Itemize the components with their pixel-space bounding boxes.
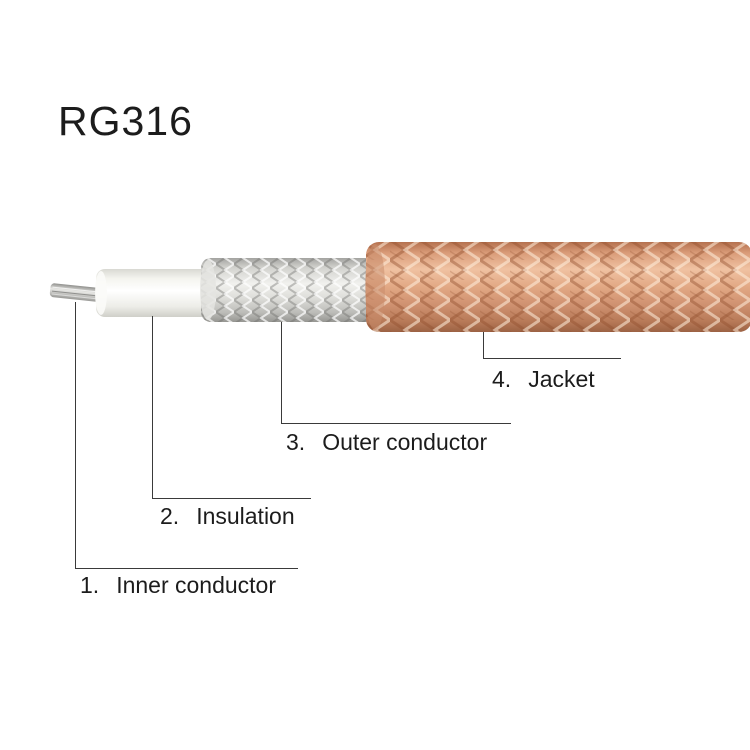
label-number: 4. [492, 366, 512, 392]
leader-line-insulation [152, 316, 311, 499]
leader-line-inner-conductor [75, 302, 298, 569]
label-outer-conductor: 3. Outer conductor [286, 429, 487, 456]
label-text: Inner conductor [116, 572, 277, 598]
cable-outer-conductor [200, 258, 379, 322]
label-text: Outer conductor [322, 429, 488, 455]
label-number: 3. [286, 429, 306, 455]
diagram-title: RG316 [58, 98, 193, 144]
leader-line-outer-conductor [281, 322, 511, 424]
label-text: Jacket [528, 366, 595, 392]
leader-line-jacket [483, 332, 621, 359]
label-number: 2. [160, 503, 180, 529]
cable-jacket [365, 242, 750, 332]
label-text: Insulation [196, 503, 295, 529]
label-inner-conductor: 1. Inner conductor [80, 572, 276, 599]
cable-insulation [95, 269, 216, 317]
label-jacket: 4. Jacket [492, 366, 595, 393]
label-number: 1. [80, 572, 100, 598]
label-insulation: 2. Insulation [160, 503, 295, 530]
